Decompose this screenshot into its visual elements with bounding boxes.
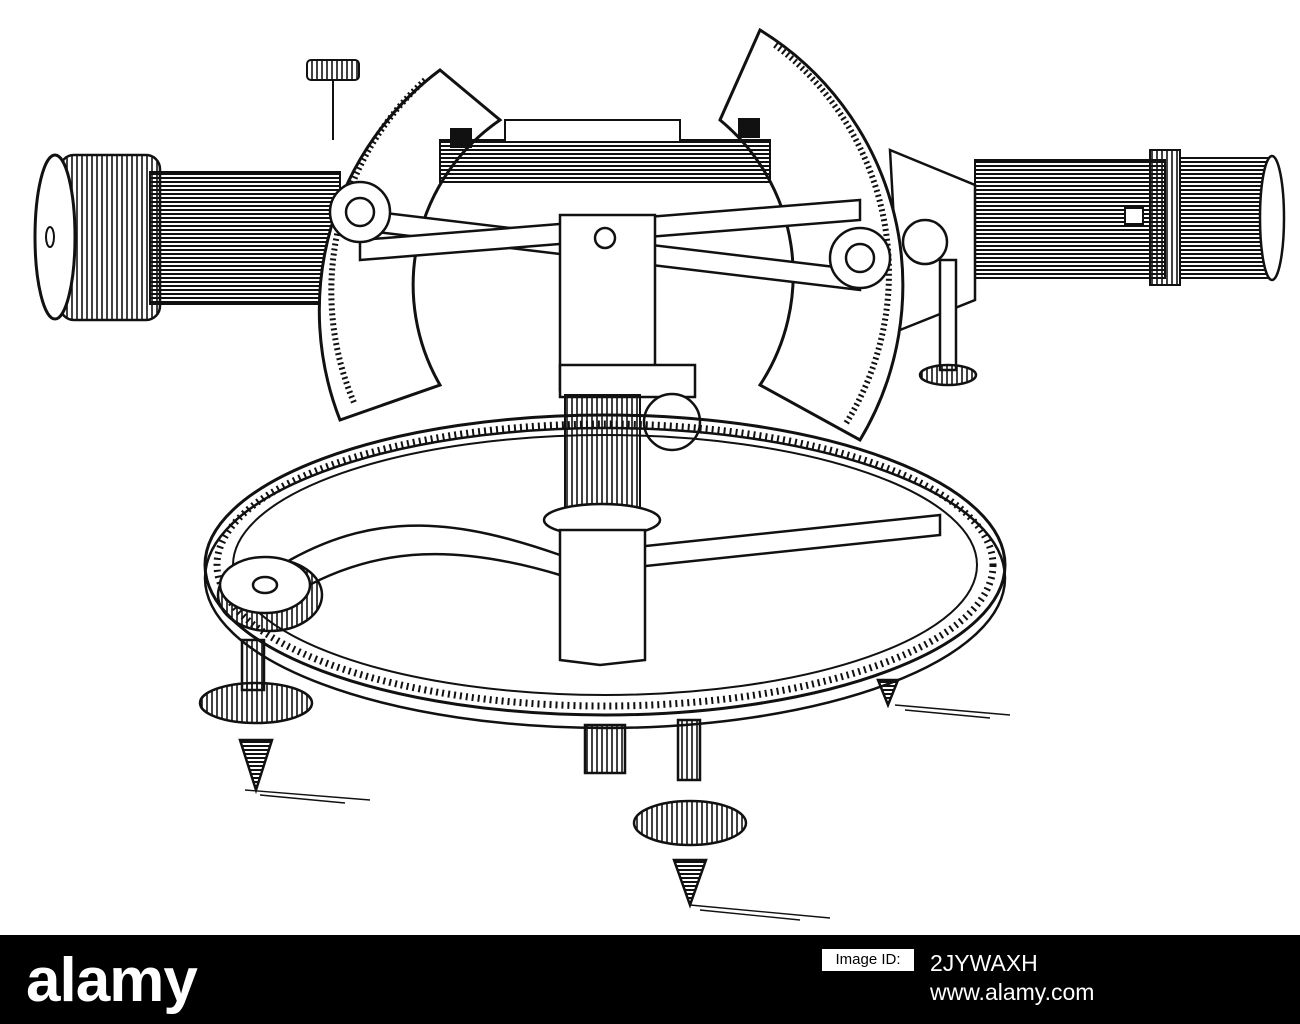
vernier-magnifier: [216, 555, 324, 633]
image-id-label: Image ID:: [822, 949, 914, 971]
theodolite-illustration: [33, 27, 1286, 921]
ground-shadow-right: [894, 704, 1011, 719]
levelling-screw-right: [876, 258, 978, 709]
central-standard: [558, 213, 702, 452]
tripod-arm: [558, 528, 647, 667]
spirit-level: [439, 118, 771, 183]
engraving: [33, 27, 1286, 921]
ground-shadow-left: [244, 789, 371, 804]
site-url: www.alamy.com: [930, 979, 1095, 1006]
image-id-label-text: Image ID:: [835, 951, 901, 968]
levelling-screw-center: [632, 718, 748, 909]
horizontal-circle: [203, 413, 1007, 730]
vertical-arc-right: [718, 27, 905, 443]
ground-shadow-center: [689, 904, 831, 921]
image-id-block: 2JYWAXH www.alamy.com: [930, 949, 1280, 1009]
alamy-logo: alamy: [26, 947, 199, 1015]
alamy-wordmark: alamy: [26, 947, 198, 1015]
telescope-left-barrel: [33, 153, 341, 322]
top-adjustment-knob: [306, 59, 360, 140]
telescope-right-barrel: [888, 148, 1286, 332]
image-id-value: 2JYWAXH: [930, 950, 1038, 976]
arm-clamp-screws: [328, 180, 949, 290]
center-pivot: [583, 723, 627, 775]
watermark-footer: alamy Image ID: 2JYWAXH www.alamy.com: [0, 935, 1300, 1024]
levelling-screw-left: [198, 638, 314, 795]
